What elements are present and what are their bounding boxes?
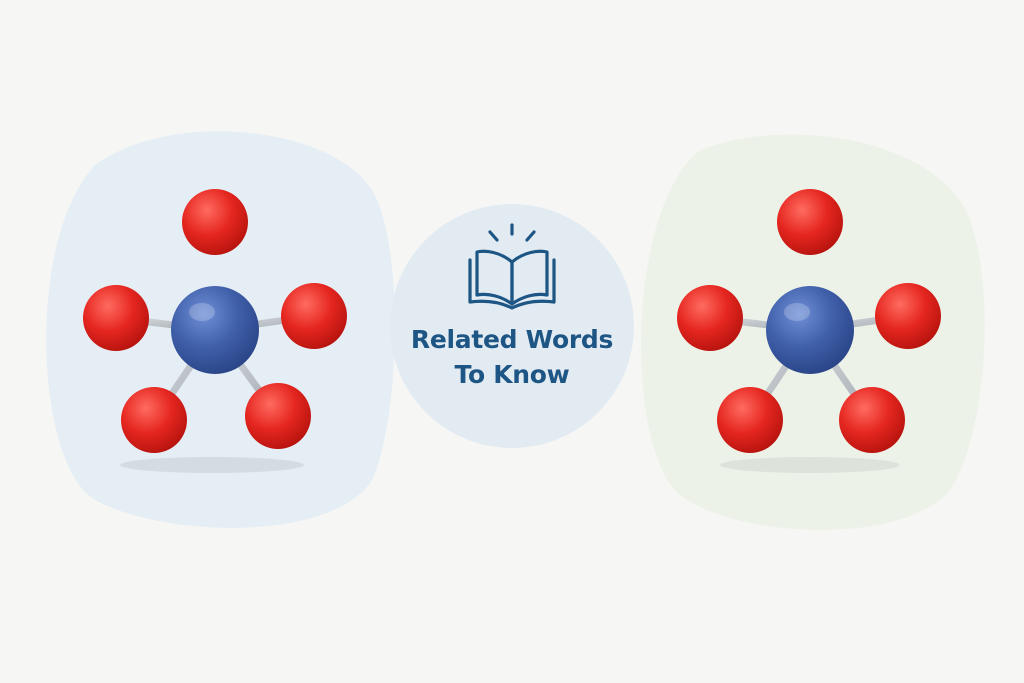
center-badge [390, 204, 634, 448]
outer-atom [677, 285, 743, 351]
badge-title-line1: Related Words [410, 325, 614, 354]
outer-atom [839, 387, 905, 453]
molecule-right [677, 189, 941, 453]
outer-atom [875, 283, 941, 349]
molecule-left [83, 189, 347, 453]
central-atom [766, 286, 854, 374]
outer-atom [121, 387, 187, 453]
outer-atom [182, 189, 248, 255]
right-molecule-shadow [720, 457, 900, 473]
outer-atom [777, 189, 843, 255]
central-atom [171, 286, 259, 374]
badge-title-line2: To Know [454, 360, 570, 389]
outer-atom [245, 383, 311, 449]
outer-atom [83, 285, 149, 351]
outer-atom [717, 387, 783, 453]
left-molecule-shadow [120, 457, 304, 473]
outer-atom [281, 283, 347, 349]
open-book-icon [468, 223, 556, 310]
